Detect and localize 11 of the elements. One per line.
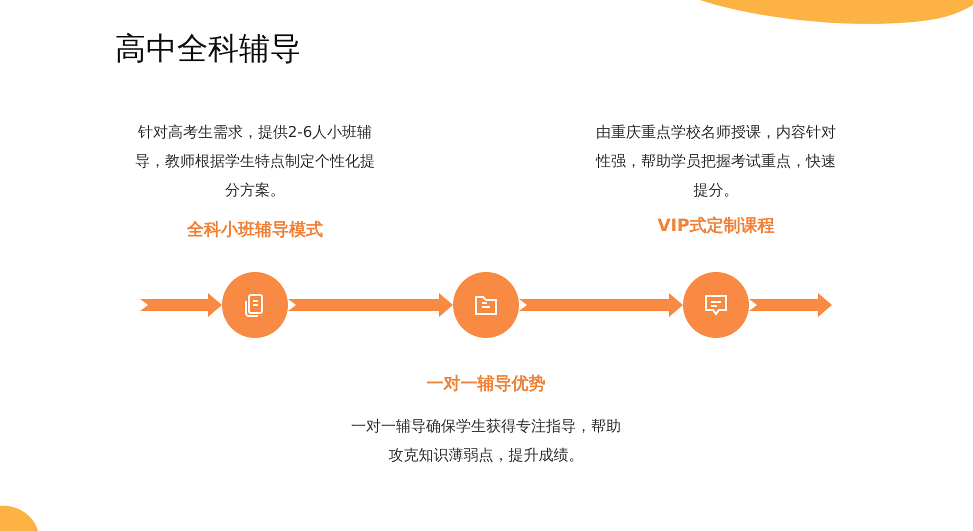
arrow: [140, 293, 222, 317]
section-heading: VIP式定制课程: [656, 215, 776, 237]
description-text: 由重庆重点学校名师授课，内容针对性强，帮助学员把握考试重点，快速提分。: [594, 122, 837, 201]
section-heading: 一对一辅导优势: [426, 373, 546, 395]
arrow: [288, 293, 453, 317]
arrow: [749, 293, 832, 317]
description-text: 一对一辅导确保学生获得专注指导，帮助攻克知识薄弱点，提升成绩。: [351, 416, 621, 466]
section-heading: 全科小班辅导模式: [186, 219, 324, 241]
title: 高中全科辅导: [115, 30, 301, 69]
arrow: [519, 293, 683, 317]
description-text: 针对高考生需求，提供2-6人小班辅导，教师根据学生特点制定个性化提分方案。: [134, 122, 376, 201]
